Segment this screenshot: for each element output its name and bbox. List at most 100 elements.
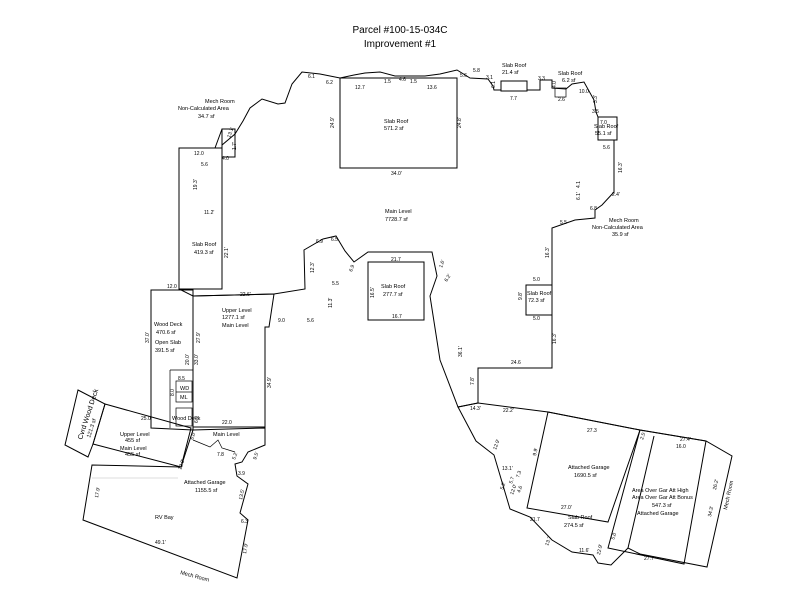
dim-15a: 1.5 [384, 79, 391, 85]
dim-221: 22.1' [224, 247, 230, 258]
slab-roof-r3 [597, 116, 618, 141]
dimension-labels: 12.7 13.6 1.5 4.6 1.5 6.1 6.2 24.9' 24.8… [94, 68, 720, 562]
label-slab-roof-bottom: Slab Roof [568, 515, 593, 521]
label-slab-sf-r2: 6.2 sf [562, 78, 576, 84]
dim-56: 5.6 [460, 73, 467, 79]
dim-55: 5.5 [560, 220, 567, 226]
dim-73: 7.3 [515, 470, 523, 479]
dim-163b: 16.3' [545, 247, 551, 258]
dim-131: 13.1' [502, 466, 513, 472]
label-rv-bay: RV Bay [155, 515, 174, 521]
label-garage-sf-r: 1690.5 sf [574, 473, 597, 479]
attached-garage-left [82, 427, 266, 579]
slab-roof-r2 [554, 87, 567, 98]
dim-46: 4.6 [399, 77, 406, 83]
dim-78b: 7.8 [217, 452, 224, 458]
main-level-outline [178, 69, 618, 408]
dim-69: 6.9 [316, 239, 323, 245]
label-slab-roof-center: Slab Roof [384, 119, 409, 125]
dim-39: 3.9 [238, 471, 245, 477]
label-upper-level: Upper Level [222, 308, 252, 314]
dim-370: 37.0' [145, 332, 151, 343]
dim-120d: 12.0' [509, 484, 518, 496]
dim-95: 9.5' [252, 451, 260, 461]
dim-250: 25.0 [141, 416, 151, 422]
dim-340: 34.0' [391, 171, 402, 177]
dim-120: 12.0 [194, 151, 204, 157]
dim-62b: 6.2' [444, 273, 453, 283]
label-slab-sf-l: 419.3 sf [194, 250, 214, 256]
label-open-slab-sf: 391.5 sf [155, 348, 175, 354]
label-ml: ML [180, 395, 188, 401]
dim-167: 16.7 [392, 314, 402, 320]
label-garage-sf-l: 1155.5 sf [195, 488, 218, 494]
dim-78: 7.8' [470, 377, 476, 385]
label-area-over-gar-2: Area Over Gar Att Bonus [632, 495, 693, 501]
dim-85: 8.5 [178, 376, 185, 382]
label-mech-room-right: Mech Room [723, 480, 735, 511]
dim-33: 3.3 [538, 76, 545, 82]
label-open-slab: Open Slab [155, 340, 181, 346]
label-slab-sf-bottom: 274.5 sf [564, 523, 584, 529]
dim-217: 21.7 [391, 257, 401, 263]
dim-35: 3.5 [592, 109, 599, 115]
dim-137: 13.7 [544, 535, 553, 546]
dim-17: 1.7' [232, 142, 238, 150]
dim-361: 36.1' [458, 346, 464, 357]
dim-179: 17.9' [94, 487, 102, 499]
dim-24: 2.4' [612, 192, 620, 198]
dim-65: 6.5 [331, 237, 338, 243]
dim-61c: 6.1' [576, 192, 582, 200]
dim-343: 34.3' [707, 506, 715, 518]
label-mech-sf-a: 34.7 sf [198, 114, 215, 120]
dim-160: 16.0 [676, 444, 686, 450]
dim-273: 27.3 [587, 428, 597, 434]
dim-163c: 16.3' [552, 333, 558, 344]
dim-279: 27.9' [196, 332, 202, 343]
label-main-level-3: Main Level [120, 446, 147, 452]
wd-ml-box [175, 380, 193, 403]
label-mech-room-a: Mech Room [205, 99, 235, 105]
label-slab-sf-r1: 21.4 sf [502, 70, 519, 76]
dim-60b: 6.0' [189, 431, 197, 441]
dim-127: 12.7 [355, 85, 365, 91]
label-main-level: Main Level [385, 209, 412, 215]
dim-123: 12.3' [310, 262, 316, 273]
dim-15b: 1.5 [410, 79, 417, 85]
slab-roof-r1 [500, 80, 528, 92]
label-attached-garage-l: Attached Garage [184, 480, 226, 486]
label-wood-deck-small: Wood Deck [172, 416, 201, 422]
dim-193: 19.3' [193, 179, 199, 190]
dim-62: 6.2 [326, 80, 333, 86]
area-over-garage [607, 429, 707, 565]
dim-349: 34.9' [267, 377, 273, 388]
dim-70: 7.0 [600, 120, 607, 126]
dim-99: 9.9' [532, 447, 540, 456]
label-mech-room-bottom: Mech Room [179, 570, 210, 584]
dim-143: 14.3' [470, 406, 481, 412]
label-slab-roof-m: Slab Roof [381, 284, 406, 290]
dim-262: 26.2' [712, 479, 720, 491]
label-slab-sf-center: 571.2 sf [384, 126, 404, 132]
slab-roof-center [339, 77, 458, 169]
label-slab-roof-r4: Slab Roof [527, 291, 552, 297]
parcel-title: Parcel #100-15-034C [352, 25, 448, 36]
label-slab-sf-m: 277.7 sf [383, 292, 403, 298]
dim-33b: 3.3' [593, 95, 599, 103]
dim-50b: 5.0 [533, 316, 540, 322]
label-non-calc-b: Non-Calculated Area [592, 225, 644, 231]
dim-274: 27.4' [680, 437, 691, 443]
label-upper-level-2: Upper Level [120, 432, 150, 438]
label-main-level-4: Main Level [213, 432, 240, 438]
dim-116: 11.6' [579, 548, 589, 554]
dim-56c: 5.6 [201, 162, 208, 168]
dim-50c: 5.0 [610, 532, 618, 541]
dim-69b: 6.9 [348, 264, 356, 273]
label-covered-sf: 121.3 sf [86, 418, 98, 439]
slab-roof-l [178, 147, 223, 290]
dim-40: 4.0 [222, 156, 229, 162]
dim-46b: 4.6 [516, 485, 524, 494]
label-area-over-gar-1: Area Over Gar Att High [632, 488, 689, 494]
dim-41: 4.1 [576, 181, 582, 188]
